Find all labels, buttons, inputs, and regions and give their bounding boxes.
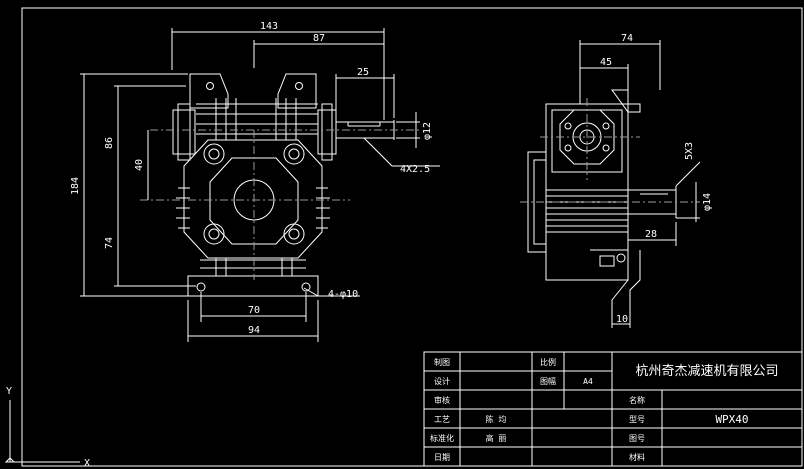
tb-material-label: 材料 bbox=[629, 452, 645, 462]
tb-drawing-no-label: 图号 bbox=[629, 434, 645, 443]
front-center-lines bbox=[140, 129, 420, 280]
tb-row-value-3: 陈 均 bbox=[486, 414, 507, 424]
dim-side-shaft-length: 28 bbox=[645, 229, 657, 240]
dim-side-key-spec: 5X3 bbox=[684, 142, 695, 160]
dim-center-to-right: 87 bbox=[313, 33, 325, 44]
tb-company: 杭州奇杰减速机有限公司 bbox=[635, 363, 778, 379]
tb-row-label-5: 日期 bbox=[434, 453, 450, 462]
dim-front-key-spec: 4X2.5 bbox=[400, 164, 430, 175]
tb-model-label: 型号 bbox=[629, 415, 645, 424]
front-view bbox=[172, 73, 395, 297]
tb-row-label-2: 审核 bbox=[434, 395, 450, 405]
drawing-border bbox=[21, 7, 803, 467]
tb-name-label: 名称 bbox=[629, 395, 645, 405]
dim-front-to-center: 45 bbox=[600, 57, 612, 68]
dim-shaft-length: 25 bbox=[357, 67, 369, 78]
side-center-lines bbox=[520, 98, 700, 203]
dim-base-width: 94 bbox=[248, 325, 260, 336]
ucs-x-label: X bbox=[84, 458, 90, 469]
dim-flange-thickness: 10 bbox=[616, 314, 628, 325]
dim-side-shaft-diameter: φ14 bbox=[702, 193, 713, 211]
tb-row-value-4: 高 丽 bbox=[486, 433, 507, 443]
dim-upper-to-center: 86 bbox=[104, 137, 115, 149]
dim-overall-height: 184 bbox=[70, 177, 81, 195]
tb-model: WPX40 bbox=[715, 413, 748, 426]
dim-mount-holes: 4-φ10 bbox=[328, 289, 358, 300]
dim-overall-depth: 74 bbox=[621, 33, 633, 44]
tb-sheet-size: A4 bbox=[583, 377, 593, 386]
tb-row-label-1: 设计 bbox=[434, 376, 450, 386]
tb-scale-label: 比例 bbox=[540, 357, 556, 367]
tb-row-label-0: 制图 bbox=[434, 357, 450, 367]
dim-center-offset: 40 bbox=[134, 159, 145, 171]
dim-shaft-diameter: φ12 bbox=[422, 122, 433, 140]
side-dimension-lines bbox=[579, 40, 701, 328]
tb-row-label-4: 标准化 bbox=[430, 433, 454, 443]
title-block-frame bbox=[423, 351, 803, 467]
dim-base-hole-span: 70 bbox=[248, 305, 260, 316]
dim-overall-width: 143 bbox=[260, 21, 278, 32]
tb-row-label-3: 工艺 bbox=[434, 415, 450, 424]
front-dimension-lines bbox=[80, 28, 440, 342]
ucs-y-label: Y bbox=[6, 386, 12, 397]
dim-lower-to-center: 74 bbox=[104, 237, 115, 249]
tb-drawing-label: 图幅 bbox=[540, 376, 556, 386]
ucs-icon bbox=[4, 400, 80, 463]
side-view bbox=[527, 89, 677, 325]
